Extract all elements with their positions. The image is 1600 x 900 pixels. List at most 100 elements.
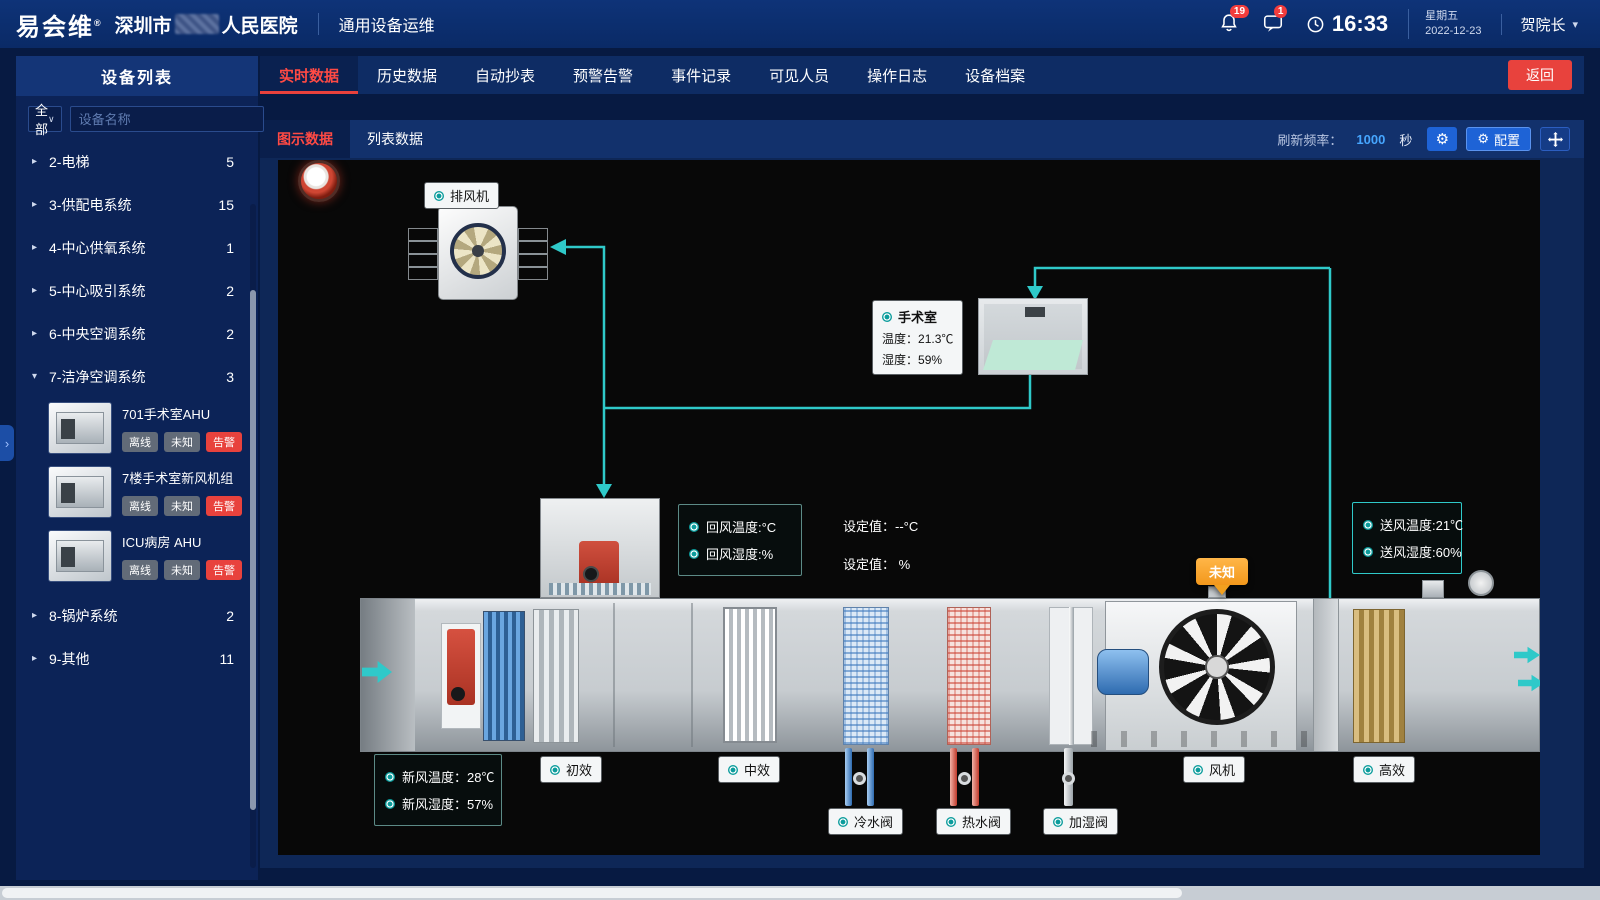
roof-fan-fixture [1468,570,1494,596]
notification-badge: 19 [1229,5,1250,18]
tab-realtime-data[interactable]: 实时数据 [260,56,359,94]
tab-history-data[interactable]: 历史数据 [377,67,438,85]
chat-icon [1263,15,1282,32]
operating-room-graphic [978,298,1088,375]
redacted-text [174,14,219,34]
diagram-canvas[interactable]: 排风机 手术室 温度：21.3℃ 湿度：59% 回风温度:°C 回风湿度:% 设… [278,160,1540,855]
back-button[interactable]: 返回 [1508,60,1572,90]
refresh-rate-label: 刷新频率： [1277,132,1343,148]
humidifier-pipe-inner [1069,607,1074,745]
mid-filter-section [723,607,777,743]
device-thumbnail [48,402,112,454]
section-divider [1313,599,1339,751]
duct-segment [518,228,548,280]
status-badge-alarm: 告警 [206,432,242,452]
pre-filter-section [533,609,579,743]
tab-visible-personnel[interactable]: 可见人员 [769,67,830,85]
category-filter-select[interactable]: 全部 ∨ [28,103,62,137]
component-label-hot-valve: 热水阀 [936,808,1012,835]
status-badge-unknown: 未知 [164,496,200,516]
tab-event-log[interactable]: 事件记录 [671,67,732,85]
device-search-input[interactable] [69,106,264,132]
horizontal-scrollbar[interactable] [0,886,1600,900]
notifications-button[interactable]: 19 [1218,5,1250,36]
hot-valve-wheel [958,772,971,785]
fan-base-rail [1091,731,1313,747]
supply-air-card: 送风温度:21℃ 送风湿度:60% [1352,502,1463,574]
horizontal-scrollbar-thumb[interactable] [2,888,1182,898]
pan-button[interactable] [1540,127,1570,151]
tab-device-archive[interactable]: 设备档案 [965,67,1026,85]
tab-alarm-warning[interactable]: 预警告警 [573,67,634,85]
caret-right-icon: ▸ [32,610,38,621]
legend-dot-icon [1193,764,1203,775]
room-equipment [1025,307,1045,317]
subtab-diagram-data[interactable]: 图示数据 [260,120,350,158]
hot-water-coil [947,607,991,745]
collapse-arrow-icon: › [4,435,10,451]
group-label: 8-锅炉系统 [49,607,118,624]
fresh-air-temperature: 新风温度：28℃ [385,767,494,786]
clock-time: 16:33 [1331,11,1389,36]
legend-dot-icon [689,548,699,559]
gear-icon: ⚙ [1435,131,1450,148]
return-air-temperature: 回风温度:°C [689,517,791,536]
plenum-grille [549,583,651,595]
return-air-humidity: 回风湿度:% [689,544,791,563]
refresh-rate-unit: 秒 [1399,132,1413,148]
hot-water-pipe [972,748,979,806]
config-button[interactable]: ⚙配置 [1466,127,1531,151]
ahu-body [360,598,1540,752]
exhaust-fan-label: 排风机 [424,182,500,209]
hospital-name: 深圳市 人民医院 [115,11,298,38]
pin-tip [1214,585,1230,603]
topbar-divider [317,13,319,35]
tab-operation-log[interactable]: 操作日志 [867,67,928,85]
sidebar-scrollbar-thumb[interactable] [250,290,256,810]
group-label: 6-中央空调系统 [49,325,146,342]
subtab-table-data[interactable]: 列表数据 [367,131,423,147]
fan-wheel-icon [450,223,506,279]
legend-dot-icon [728,764,738,775]
room-info-card: 手术室 温度：21.3℃ 湿度：59% [872,300,964,375]
hospital-name-prefix: 深圳市 [114,15,172,37]
module-title: 通用设备运维 [338,18,435,35]
humidifier-valve-wheel [1062,772,1075,785]
hepa-filter-section [1353,609,1405,743]
sidebar-collapse-handle[interactable]: › [0,425,14,461]
device-card-icu-ahu[interactable]: ICU病房 AHU 离线 未知 告警 [48,530,248,582]
user-menu[interactable]: 贺院长 ▾ [1501,13,1578,35]
app-logo-text: 易会维 [16,13,94,41]
setpoint-humidity: 设定值： % [843,557,911,572]
refresh-rate-value: 1000 [1356,131,1386,147]
legend-dot-icon [838,816,848,827]
refresh-settings-button[interactable]: ⚙ [1427,127,1458,151]
supply-air-humidity: 送风湿度:60% [1363,542,1462,561]
tree-group-boiler[interactable]: ▸ 8-锅炉系统 2 [16,594,258,637]
fresh-air-humidity: 新风湿度：57% [385,794,493,813]
group-count: 2 [226,607,234,624]
group-count: 11 [219,650,234,667]
tab-auto-meter-reading[interactable]: 自动抄表 [475,67,536,85]
caret-right-icon: ▸ [32,285,38,296]
status-badge-alarm: 告警 [206,496,242,516]
device-name: ICU病房 AHU [122,535,202,550]
subtab-bar: 图示数据 列表数据 刷新频率： 1000 秒 ⚙ ⚙配置 [260,120,1584,158]
messages-button[interactable]: 1 [1262,5,1288,36]
device-card-701-ahu[interactable]: 701手术室AHU 离线 未知 告警 [48,402,248,454]
group-count: 5 [226,153,234,170]
device-card-7f-fresh-air[interactable]: 7楼手术室新风机组 离线 未知 告警 [48,466,248,518]
duct-segment [408,228,438,280]
fan-motor [1097,649,1149,695]
clock: 16:33 [1306,11,1388,37]
legend-dot-icon [946,816,956,827]
component-label-mid-filter: 中效 [718,756,781,783]
